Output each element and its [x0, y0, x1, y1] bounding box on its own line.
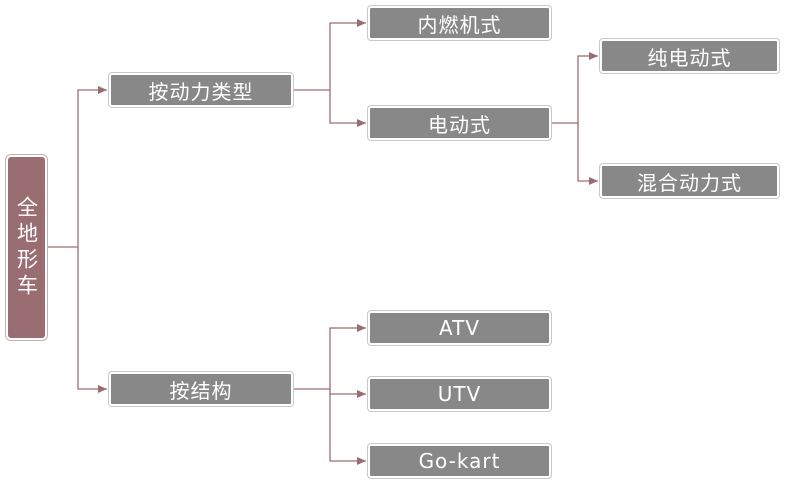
connector-root-to-structure: [77, 247, 107, 393]
connector-structure-to-utv: [329, 389, 366, 398]
node-go-kart-label: Go-kart: [418, 449, 501, 473]
connector-power-to-ice: [293, 19, 366, 91]
node-by-structure-label: 按结构: [169, 378, 233, 403]
node-by-structure[interactable]: 按结构: [109, 372, 293, 406]
node-internal-combustion-label: 内燃机式: [417, 12, 502, 37]
node-atv[interactable]: ATV: [368, 311, 551, 345]
node-by-power-type[interactable]: 按动力类型: [109, 73, 293, 107]
node-pure-electric[interactable]: 纯电动式: [600, 39, 779, 73]
node-hybrid[interactable]: 混合动力式: [600, 164, 779, 198]
root-node-label: 全地形车: [14, 195, 39, 300]
connector-electric-to-hybrid: [577, 123, 598, 185]
connector-electric-to-pure: [551, 52, 598, 124]
node-hybrid-label: 混合动力式: [637, 170, 742, 195]
node-go-kart[interactable]: Go-kart: [368, 444, 551, 478]
connector-structure-to-gokart: [329, 394, 366, 465]
node-electric-label: 电动式: [428, 112, 491, 137]
node-electric[interactable]: 电动式: [368, 106, 551, 140]
node-atv-label: ATV: [438, 316, 481, 340]
node-internal-combustion[interactable]: 内燃机式: [368, 6, 551, 40]
connector-power-to-electric: [329, 90, 366, 127]
root-node[interactable]: 全地形车: [6, 155, 47, 340]
node-utv[interactable]: UTV: [368, 377, 551, 411]
node-pure-electric-label: 纯电动式: [647, 45, 732, 70]
node-utv-label: UTV: [437, 382, 482, 406]
node-by-power-type-label: 按动力类型: [148, 79, 254, 104]
connector-structure-to-atv: [293, 324, 366, 390]
connector-root-to-power: [47, 86, 107, 248]
